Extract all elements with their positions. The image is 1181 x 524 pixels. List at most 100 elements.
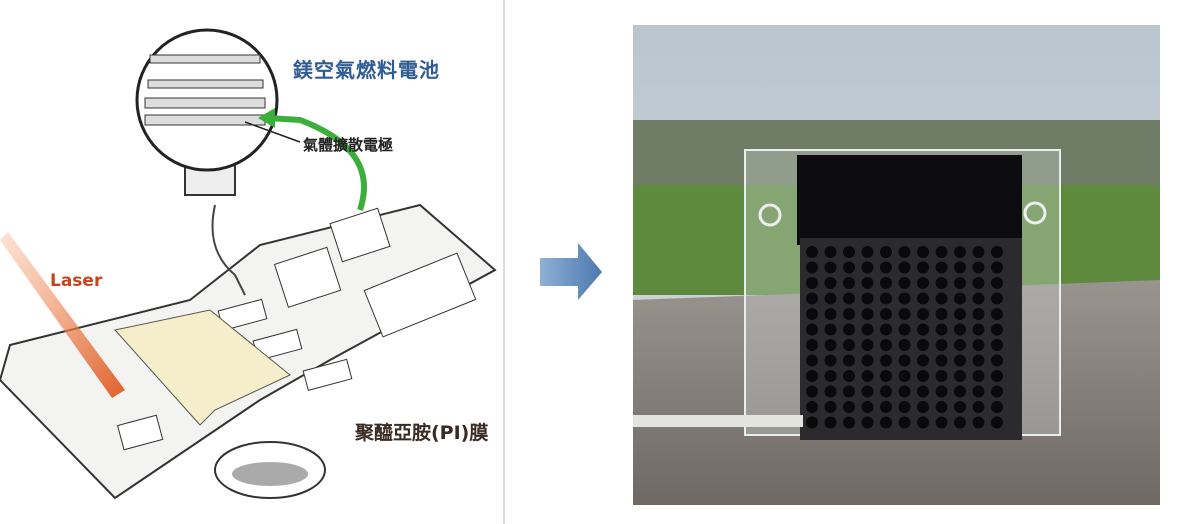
- electrode-hole: [935, 323, 948, 336]
- device-photo: [633, 25, 1160, 505]
- leader-line: [244, 121, 301, 143]
- electrode-hole: [880, 385, 892, 398]
- electrode-hole: [861, 261, 874, 274]
- electrode-hole: [917, 308, 929, 320]
- electrode-hole: [880, 308, 892, 320]
- pad: [116, 414, 164, 451]
- electrode-hole: [935, 308, 948, 320]
- electrode-hole: [935, 385, 948, 398]
- electrode-hole: [806, 246, 818, 258]
- electrode-hole: [954, 370, 966, 382]
- electrode-hole: [991, 323, 1003, 336]
- electrode-hole: [843, 416, 855, 429]
- electrode-hole: [861, 416, 874, 429]
- electrode-hole: [880, 277, 892, 289]
- electrode-hole: [898, 292, 911, 305]
- electrode-hole: [824, 261, 837, 274]
- electrode-hole: [880, 323, 892, 336]
- electrode-hole: [898, 339, 911, 351]
- electrode-hole: [954, 323, 966, 336]
- electrode-hole: [806, 261, 818, 274]
- electrode-hole: [991, 416, 1003, 429]
- electrode-hole: [954, 246, 966, 258]
- electrode-hole: [880, 416, 892, 429]
- electrode-grid-2: [273, 246, 342, 308]
- electrode-hole: [824, 323, 837, 336]
- electrode-hole: [935, 354, 948, 367]
- laser-label: Laser: [50, 271, 103, 291]
- electrode-hole: [991, 246, 1003, 258]
- top-electrode: [797, 155, 1022, 245]
- electrode-hole: [806, 385, 818, 398]
- electrode-hole: [824, 277, 837, 289]
- electrode-hole: [861, 339, 874, 351]
- electrode-hole: [954, 292, 966, 305]
- electrode-hole: [861, 292, 874, 305]
- electrode-hole: [843, 323, 855, 336]
- electrode-hole: [972, 401, 985, 413]
- electrode-hole: [861, 401, 874, 413]
- electrode-hole: [806, 401, 818, 413]
- electrode-hole: [898, 385, 911, 398]
- electrode-hole: [972, 261, 985, 274]
- electrode-hole: [935, 416, 948, 429]
- electrode-hole: [991, 370, 1003, 382]
- electrode-hole: [806, 323, 818, 336]
- electrode-hole: [843, 292, 855, 305]
- electrode-hole: [880, 370, 892, 382]
- electrode-hole: [917, 246, 929, 258]
- electrode-hole: [861, 323, 874, 336]
- electrode-hole: [898, 370, 911, 382]
- electrode-hole: [843, 354, 855, 367]
- electrode-hole: [991, 339, 1003, 351]
- electrode-hole: [935, 401, 948, 413]
- electrode-hole: [806, 416, 818, 429]
- electrode-hole: [935, 261, 948, 274]
- electrode-hole: [972, 416, 985, 429]
- electrode-hole: [898, 261, 911, 274]
- electrode-hole: [991, 292, 1003, 305]
- film-label: 聚醯亞胺(PI)膜: [355, 422, 489, 444]
- electrode-hole: [917, 339, 929, 351]
- pi-film: [114, 309, 291, 426]
- electrode-hole: [972, 385, 985, 398]
- electrode-hole: [972, 323, 985, 336]
- fuel-cell-title: 鎂空氣燃料電池: [293, 58, 440, 82]
- laser-beam: [0, 232, 125, 398]
- cable: [211, 204, 246, 296]
- electrode-hole: [972, 354, 985, 367]
- electrode-hole: [824, 354, 837, 367]
- electrode-hole: [861, 308, 874, 320]
- electrode-hole: [972, 292, 985, 305]
- electrode-hole: [917, 277, 929, 289]
- electrode-hole: [991, 277, 1003, 289]
- electrode-hole: [843, 385, 855, 398]
- electrode-hole: [917, 401, 929, 413]
- electrode-hole: [861, 246, 874, 258]
- electrode-hole: [843, 261, 855, 274]
- electrode-grid-1: [329, 207, 391, 263]
- electrode-hole: [843, 370, 855, 382]
- electrode-hole: [954, 354, 966, 367]
- electrode-hole: [880, 354, 892, 367]
- electrode-hole: [917, 261, 929, 274]
- electrode-hole: [935, 292, 948, 305]
- illustration: [0, 28, 497, 500]
- electrode-hole: [880, 246, 892, 258]
- electrode-hole: [991, 354, 1003, 367]
- electrode-hole: [824, 339, 837, 351]
- gas-diffusion-electrode: [800, 238, 1022, 440]
- pad: [363, 252, 477, 338]
- electrode-hole: [824, 246, 837, 258]
- electrode-hole: [917, 385, 929, 398]
- electrode-hole: [991, 308, 1003, 320]
- electrode-hole: [843, 339, 855, 351]
- electrode-hole: [991, 385, 1003, 398]
- electrode-hole: [806, 339, 818, 351]
- electrode-hole: [824, 416, 837, 429]
- electrode-hole: [954, 416, 966, 429]
- electrode-hole: [954, 339, 966, 351]
- electrode-hole: [806, 292, 818, 305]
- electrode-hole: [917, 292, 929, 305]
